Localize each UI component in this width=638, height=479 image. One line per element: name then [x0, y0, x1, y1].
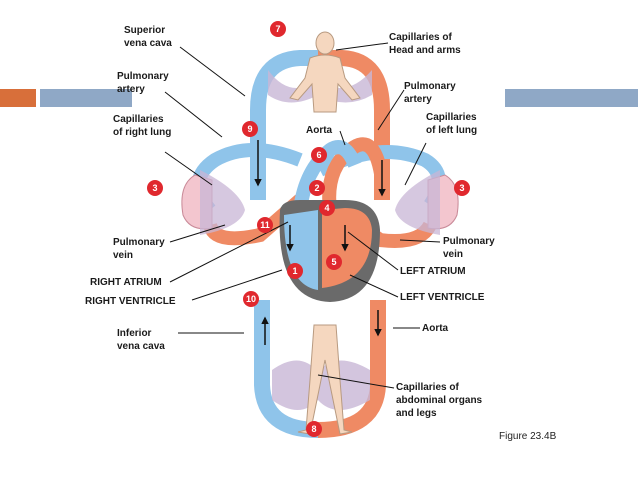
- abdominal-capillary-bed: [272, 360, 370, 410]
- right-lung-capillaries: [200, 170, 245, 235]
- label-aorta-bottom: Aorta: [422, 323, 449, 334]
- step-badge-4: 4: [319, 200, 335, 216]
- step-badge-5: 5: [326, 254, 342, 270]
- step-badge-2: 2: [309, 180, 325, 196]
- step-badge-7: 7: [270, 21, 286, 37]
- left-lung-capillaries: [395, 170, 440, 235]
- figure-caption: Figure 23.4B: [499, 431, 557, 442]
- step-badge-1: 1: [287, 263, 303, 279]
- step-badge-6: 6: [311, 147, 327, 163]
- step-badge-11: 11: [257, 217, 273, 233]
- label-pulmonary-vein-right: Pulmonary vein: [443, 236, 495, 260]
- step-badge-10: 10: [243, 291, 259, 307]
- label-aorta-top: Aorta: [306, 125, 333, 136]
- label-right-ventricle: RIGHT VENTRICLE: [85, 296, 176, 307]
- slide-accent-bar-blue-left: [40, 89, 132, 107]
- label-left-atrium: LEFT ATRIUM: [400, 266, 466, 277]
- label-pulmonary-artery-left: Pulmonary artery: [117, 71, 169, 95]
- upper-body-figure: [289, 31, 361, 113]
- label-capillaries-abdominal: Capillaries of abdominal organs and legs: [396, 382, 483, 419]
- label-right-atrium: RIGHT ATRIUM: [90, 277, 162, 288]
- label-capillaries-head-arms: Capillaries of Head and arms: [389, 32, 461, 56]
- label-pulmonary-artery-right: Pulmonary artery: [404, 81, 456, 105]
- label-inferior-vena-cava: Inferior vena cava: [117, 328, 165, 352]
- slide-accent-bar-blue-right: [505, 89, 638, 107]
- lower-loop-red: [317, 300, 386, 438]
- lower-body-figure: [297, 324, 353, 435]
- step-badge-3-left: 3: [454, 180, 470, 196]
- step-badge-9: 9: [242, 121, 258, 137]
- label-capillaries-right-lung: Capillaries of right lung: [113, 114, 172, 138]
- label-pulmonary-vein-left: Pulmonary vein: [113, 237, 165, 261]
- step-badge-3-right: 3: [147, 180, 163, 196]
- heart-right-side: [284, 210, 318, 290]
- label-capillaries-left-lung: Capillaries of left lung: [426, 112, 478, 136]
- pulmonary-trunk: [293, 140, 362, 212]
- label-superior-vena-cava: Superior vena cava: [124, 25, 172, 49]
- label-left-ventricle: LEFT VENTRICLE: [400, 292, 485, 303]
- slide-accent-bar-orange: [0, 89, 36, 107]
- step-badge-8: 8: [306, 421, 322, 437]
